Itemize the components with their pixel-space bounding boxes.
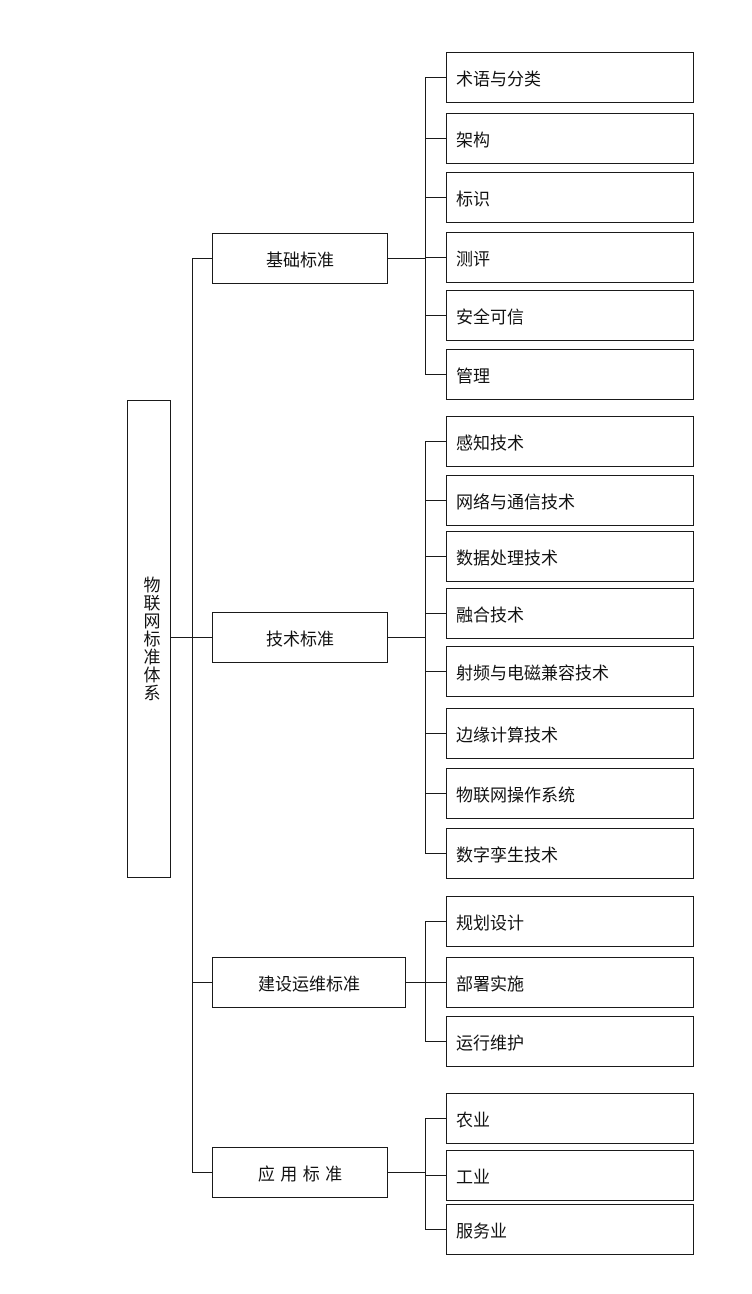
category-label: 建设运维标准 <box>258 975 360 995</box>
bracket-tick <box>425 1175 446 1176</box>
leaf-label: 服务业 <box>456 1222 507 1242</box>
category-connector <box>388 258 426 259</box>
bracket-tick <box>425 1041 446 1042</box>
root-label: 物联网标准体系 <box>139 576 160 702</box>
leaf-label: 术语与分类 <box>456 70 541 90</box>
category-label: 基础标准 <box>266 251 334 271</box>
category-connector <box>388 637 426 638</box>
bracket-tick <box>425 733 446 734</box>
leaf-node: 架构 <box>446 113 694 164</box>
bracket-tick <box>425 315 446 316</box>
leaf-node: 网络与通信技术 <box>446 475 694 526</box>
leaf-node: 服务业 <box>446 1204 694 1255</box>
leaf-label: 架构 <box>456 131 490 151</box>
leaf-label: 数字孪生技术 <box>456 846 558 866</box>
leaf-label: 边缘计算技术 <box>456 726 558 746</box>
bracket-tick <box>425 1118 446 1119</box>
leaf-node: 射频与电磁兼容技术 <box>446 646 694 697</box>
category-label: 技术标准 <box>266 630 334 650</box>
trunk-branch-3 <box>192 982 212 983</box>
leaf-label: 规划设计 <box>456 914 524 934</box>
leaf-node: 部署实施 <box>446 957 694 1008</box>
leaf-label: 数据处理技术 <box>456 549 558 569</box>
category-node-technical: 技术标准 <box>212 612 388 663</box>
leaf-label: 部署实施 <box>456 975 524 995</box>
leaf-label: 标识 <box>456 190 490 210</box>
category-node-application: 应 用 标 准 <box>212 1147 388 1198</box>
leaf-node: 物联网操作系统 <box>446 768 694 819</box>
trunk-line <box>192 258 193 1173</box>
leaf-label: 管理 <box>456 367 490 387</box>
bracket-tick <box>425 556 446 557</box>
root-connector <box>171 637 193 638</box>
leaf-node: 工业 <box>446 1150 694 1201</box>
trunk-branch-4 <box>192 1172 212 1173</box>
leaf-label: 射频与电磁兼容技术 <box>456 664 609 684</box>
leaf-node: 测评 <box>446 232 694 283</box>
leaf-label: 运行维护 <box>456 1034 524 1054</box>
bracket-tick <box>425 671 446 672</box>
bracket-tick <box>425 138 446 139</box>
bracket-tick <box>425 257 446 258</box>
leaf-label: 网络与通信技术 <box>456 493 575 513</box>
leaf-label: 物联网操作系统 <box>456 786 575 806</box>
leaf-label: 工业 <box>456 1168 490 1188</box>
leaf-node: 数字孪生技术 <box>446 828 694 879</box>
bracket-vertical <box>425 77 426 375</box>
bracket-tick <box>425 613 446 614</box>
bracket-tick <box>425 77 446 78</box>
bracket-tick <box>425 921 446 922</box>
trunk-branch-2 <box>192 637 212 638</box>
leaf-node: 融合技术 <box>446 588 694 639</box>
root-node: 物联网标准体系 <box>127 400 171 878</box>
leaf-label: 农业 <box>456 1111 490 1131</box>
bracket-tick <box>425 441 446 442</box>
bracket-vertical <box>425 441 426 854</box>
category-connector <box>388 1172 426 1173</box>
leaf-label: 融合技术 <box>456 606 524 626</box>
leaf-node: 农业 <box>446 1093 694 1144</box>
bracket-tick <box>425 197 446 198</box>
bracket-tick <box>425 1229 446 1230</box>
leaf-node: 标识 <box>446 172 694 223</box>
bracket-tick <box>425 793 446 794</box>
category-connector <box>406 982 426 983</box>
category-label: 应 用 标 准 <box>257 1165 343 1185</box>
bracket-tick <box>425 374 446 375</box>
leaf-node: 安全可信 <box>446 290 694 341</box>
leaf-node: 术语与分类 <box>446 52 694 103</box>
category-node-construction-operation: 建设运维标准 <box>212 957 406 1008</box>
bracket-vertical <box>425 921 426 1042</box>
leaf-label: 感知技术 <box>456 434 524 454</box>
bracket-tick <box>425 853 446 854</box>
leaf-node: 规划设计 <box>446 896 694 947</box>
leaf-label: 安全可信 <box>456 308 524 328</box>
category-node-basic: 基础标准 <box>212 233 388 284</box>
trunk-branch-1 <box>192 258 212 259</box>
leaf-label: 测评 <box>456 250 490 270</box>
leaf-node: 管理 <box>446 349 694 400</box>
leaf-node: 数据处理技术 <box>446 531 694 582</box>
leaf-node: 边缘计算技术 <box>446 708 694 759</box>
bracket-tick <box>425 500 446 501</box>
leaf-node: 感知技术 <box>446 416 694 467</box>
bracket-vertical <box>425 1118 426 1230</box>
bracket-tick <box>425 982 446 983</box>
leaf-node: 运行维护 <box>446 1016 694 1067</box>
